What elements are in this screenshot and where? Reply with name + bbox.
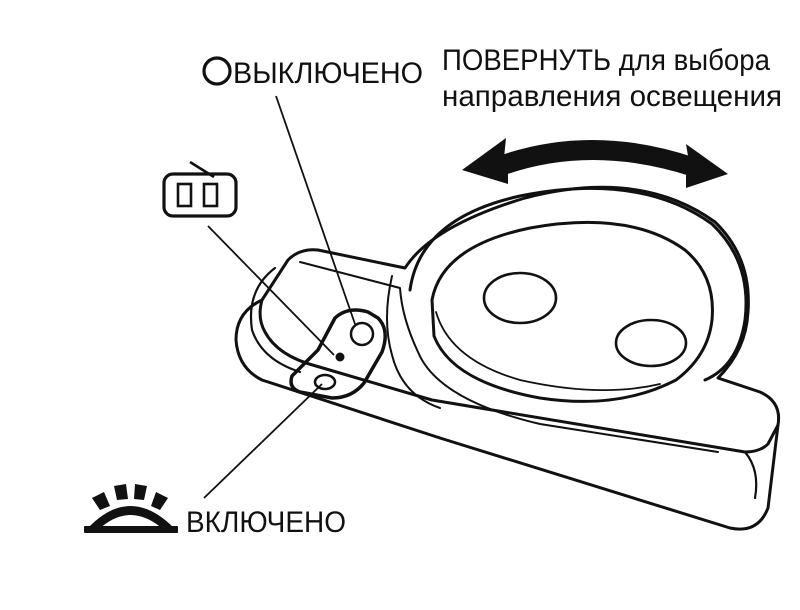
label-on: ВКЛЮЧЕНО [186, 506, 346, 539]
lens-bulb-left [482, 271, 558, 325]
leader-door [207, 225, 335, 356]
door-switch-icon [162, 160, 238, 218]
housing-right-edge [743, 450, 758, 500]
leader-off [275, 95, 356, 325]
lens-inner-shadow [435, 311, 661, 392]
label-rotate-line2: направления освещения [442, 80, 782, 113]
lens-bulb-right [614, 318, 688, 368]
switch-position-off[interactable] [349, 321, 375, 347]
leader-on [203, 383, 323, 499]
circle-outline-icon [202, 56, 232, 86]
switch-position-on[interactable] [313, 373, 337, 391]
switch-bezel [289, 308, 387, 400]
double-arrow-icon [462, 138, 728, 188]
leader-lines [203, 95, 356, 499]
label-rotate-line1: ПОВЕРНУТЬ для выбора [442, 44, 770, 77]
switch-position-door[interactable] [335, 352, 345, 362]
housing-step-line [386, 275, 441, 409]
switch-panel [289, 308, 387, 400]
housing-left-edge [249, 266, 302, 374]
rotating-lens [408, 186, 748, 403]
lamp-on-icon [84, 484, 178, 533]
label-off: ВЫКЛЮЧЕНО [233, 57, 423, 90]
lens-inner-bowl [430, 220, 714, 403]
lens-outer-rim [408, 186, 748, 382]
housing-inner-rim [299, 261, 719, 453]
housing-front-skirt [234, 298, 780, 531]
